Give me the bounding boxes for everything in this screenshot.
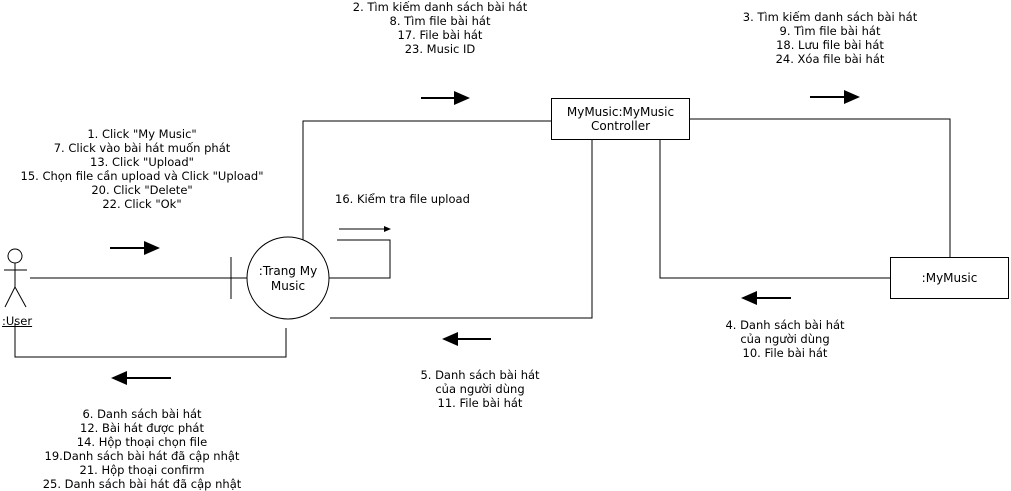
message-line: 12. Bài hát được phát — [80, 421, 204, 435]
message-line: 10. File bài hát — [742, 346, 828, 360]
message-line: 21. Hộp thoại confirm — [79, 463, 205, 477]
arrow-left-icon — [741, 291, 791, 305]
message-line: 17. File bài hát — [397, 28, 483, 42]
link-user-page-return — [14, 323, 287, 358]
message-line: 13. Click "Upload" — [90, 155, 194, 169]
link-controller-page-return — [330, 140, 593, 319]
boundary-label-line: Music — [270, 279, 306, 293]
arrow-left-icon — [442, 332, 491, 346]
message-line: 23. Music ID — [404, 42, 476, 56]
message-line: 18. Lưu file bài hát — [776, 38, 884, 52]
self-loop — [329, 239, 391, 279]
arrow-right-small-icon — [339, 226, 391, 232]
message-line: 2. Tìm kiếm danh sách bài hát — [352, 0, 528, 14]
message-self-check: 16. Kiểm tra file upload — [335, 192, 485, 206]
message-line: 5. Danh sách bài hát — [420, 368, 540, 382]
message-page-to-controller: 2. Tìm kiếm danh sách bài hát 8. Tìm fil… — [340, 0, 540, 56]
message-line: 19.Danh sách bài hát đã cập nhật — [44, 449, 240, 463]
message-line: 14. Hộp thoại chọn file — [76, 435, 208, 449]
message-line: 25. Danh sách bài hát đã cập nhật — [42, 477, 242, 491]
arrow-right-icon — [110, 241, 160, 255]
message-page-to-user: 6. Danh sách bài hát 12. Bài hát được ph… — [22, 407, 262, 491]
message-line: 20. Click "Delete" — [91, 183, 193, 197]
message-line: 4. Danh sách bài hát — [725, 318, 845, 332]
message-line: 24. Xóa file bài hát — [775, 52, 885, 66]
entity-object: :MyMusic — [890, 257, 1009, 299]
controller-label-line: Controller — [590, 119, 651, 133]
actor-label: :User — [2, 314, 33, 328]
arrow-right-icon — [810, 90, 860, 104]
message-line: 11. File bài hát — [437, 396, 523, 410]
link-entity-controller-return — [659, 140, 890, 279]
message-line: 22. Click "Ok" — [102, 197, 182, 211]
message-line: 7. Click vào bài hát muốn phát — [53, 141, 231, 155]
arrow-right-icon — [421, 91, 470, 105]
boundary-label-line: :Trang My — [258, 264, 318, 278]
message-line: 6. Danh sách bài hát — [82, 407, 202, 421]
message-line: 1. Click "My Music" — [87, 127, 197, 141]
link-controller-entity — [690, 118, 951, 257]
message-line: của người dùng — [740, 332, 830, 346]
message-controller-to-page: 5. Danh sách bài hát của người dùng 11. … — [400, 368, 560, 410]
controller-object: MyMusic:MyMusic Controller — [551, 98, 690, 140]
message-line: 8. Tìm file bài hát — [389, 14, 491, 28]
message-line: 9. Tìm file bài hát — [779, 24, 881, 38]
actor-figure — [4, 248, 27, 308]
message-line: 3. Tìm kiếm danh sách bài hát — [742, 10, 918, 24]
arrow-left-icon — [111, 371, 171, 385]
controller-label-line: MyMusic:MyMusic — [566, 105, 675, 119]
message-user-to-page: 1. Click "My Music" 7. Click vào bài hát… — [12, 127, 272, 211]
message-line: 16. Kiểm tra file upload — [335, 192, 470, 206]
boundary-label: :Trang My Music — [247, 264, 329, 294]
entity-label: :MyMusic — [921, 271, 978, 285]
link-page-controller — [302, 120, 551, 240]
message-entity-to-controller: 4. Danh sách bài hát của người dùng 10. … — [705, 318, 865, 360]
message-controller-to-entity: 3. Tìm kiếm danh sách bài hát 9. Tìm fil… — [730, 10, 930, 66]
message-line: của người dùng — [435, 382, 525, 396]
message-line: 15. Chọn file cần upload và Click "Uploa… — [20, 169, 264, 183]
